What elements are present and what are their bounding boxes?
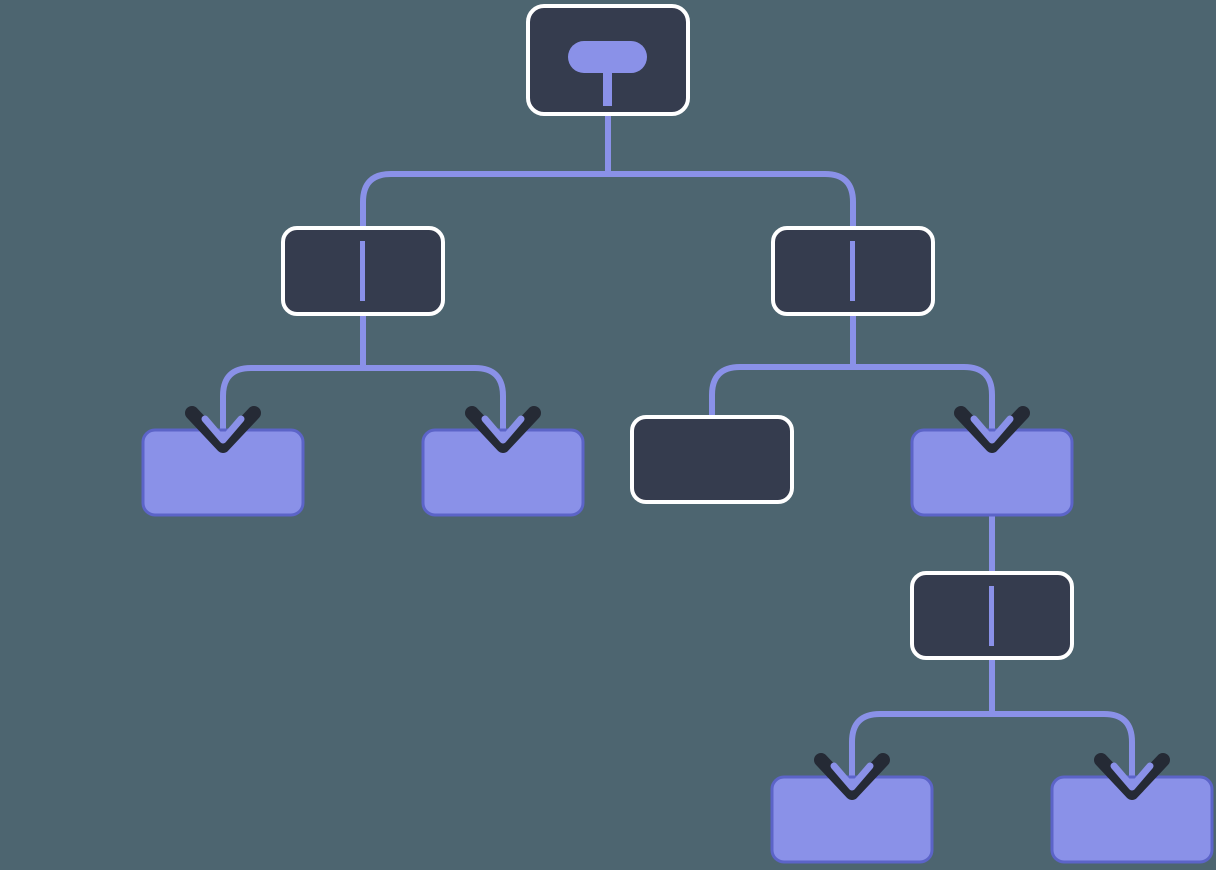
arrow-purple-chevron-icon xyxy=(481,415,525,444)
arrow-dark-chevron-icon xyxy=(465,406,541,453)
vertical-line-icon xyxy=(850,241,855,301)
node-leaf-c-box xyxy=(770,775,934,864)
arrowheads xyxy=(185,406,1170,800)
arrowhead-leaf-d xyxy=(1094,753,1170,800)
node-leaf-b-box xyxy=(421,428,585,517)
arrow-purple-chevron-icon xyxy=(970,415,1014,444)
arrow-dark-chevron-icon xyxy=(1094,753,1170,800)
arrow-purple-chevron-icon xyxy=(830,762,874,791)
node-leaf-a-box xyxy=(141,428,305,517)
arrowhead-leaf-c xyxy=(814,753,890,800)
arrow-dark-chevron-icon xyxy=(185,406,261,453)
arrow-purple-chevron-icon xyxy=(201,415,245,444)
vertical-line-icon xyxy=(989,586,994,646)
node-pass-node xyxy=(910,571,1074,660)
node-leaf-d-box xyxy=(1050,775,1214,864)
node-branch-right xyxy=(771,226,935,316)
node-root xyxy=(526,4,690,116)
arrow-dark-chevron-icon xyxy=(954,406,1030,453)
node-leaf-dark-box xyxy=(630,415,794,504)
arrowhead-leaf-a xyxy=(185,406,261,453)
arrowhead-leaf-b xyxy=(465,406,541,453)
root-pill-icon xyxy=(568,41,647,73)
connector-root-to-branches xyxy=(360,171,856,230)
node-branch-left xyxy=(281,226,445,316)
arrowhead-sub-parent xyxy=(954,406,1030,453)
node-sub-parent-box xyxy=(910,428,1074,517)
arrow-purple-chevron-icon xyxy=(1110,762,1154,791)
connector-passnode-to-leaves xyxy=(849,711,1135,781)
connectors xyxy=(220,112,1135,781)
connector-branch-right-to-children xyxy=(709,364,995,434)
vertical-line-icon xyxy=(360,241,365,301)
root-pill-icon-stem xyxy=(603,70,612,106)
connector-branch-left-to-leaves xyxy=(220,365,506,434)
arrow-dark-chevron-icon xyxy=(814,753,890,800)
